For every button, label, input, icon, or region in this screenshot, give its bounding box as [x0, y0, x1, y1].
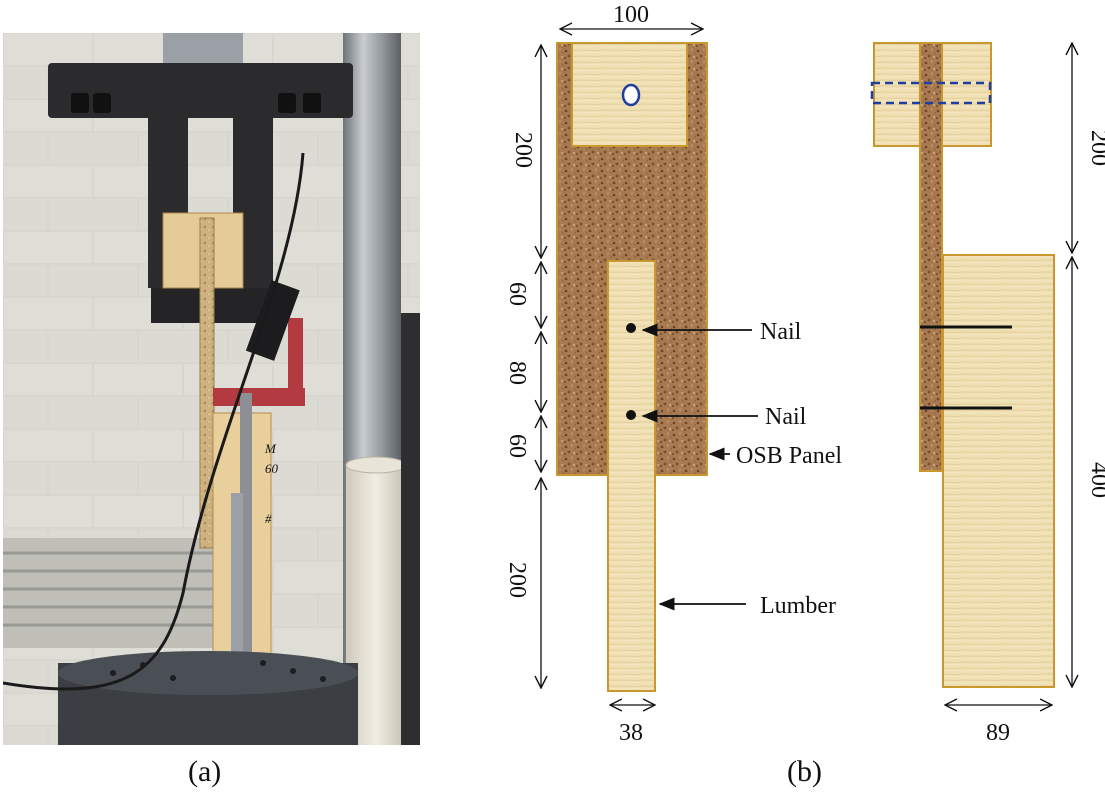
dim-label-width-top: 100	[613, 2, 649, 28]
specimen-marking: M 60 #	[264, 441, 279, 526]
dim-label-top-height: 200	[510, 132, 536, 168]
label-lumber: Lumber	[760, 593, 836, 619]
crosshead-bolts	[71, 93, 321, 113]
actuator-cylinder	[163, 33, 243, 65]
lvdt-body	[231, 493, 243, 673]
dim-label-seg2: 80	[504, 361, 530, 385]
cable	[3, 152, 305, 691]
svg-text:#: #	[265, 511, 272, 526]
test-setup-photo: M 60 #	[3, 33, 420, 745]
bolt-hole	[621, 83, 641, 107]
osb-strip	[199, 217, 215, 549]
wall-vent	[3, 538, 213, 648]
dim-label-bottom-length: 200	[504, 562, 530, 598]
caption-a: (a)	[188, 755, 222, 788]
label-nail-2: Nail	[765, 404, 807, 430]
dim-label-lumber-thickness: 38	[619, 720, 643, 746]
top-crosshead	[48, 63, 353, 118]
nail-dot-1	[626, 323, 636, 333]
right-dark-edge	[401, 313, 420, 745]
test-table-top	[58, 651, 358, 695]
dim-label-seg1: 60	[504, 282, 530, 306]
dim-label-lumber-width: 89	[986, 720, 1010, 746]
lumber-side	[942, 254, 1055, 688]
label-osb-panel: OSB Panel	[736, 443, 842, 469]
red-bracket-upright	[288, 318, 303, 406]
nail-dot-2	[626, 410, 636, 420]
dim-label-side-bottom-height: 400	[1086, 462, 1105, 498]
sensor-body	[245, 280, 300, 361]
label-nail-1: Nail	[760, 319, 802, 345]
svg-text:M: M	[264, 441, 277, 456]
caption-b: (b)	[787, 755, 822, 788]
dashed-bolt-outline	[870, 81, 992, 105]
dim-label-seg3: 60	[504, 434, 530, 458]
dim-label-side-top-height: 200	[1086, 130, 1105, 166]
svg-text:60: 60	[265, 461, 279, 476]
